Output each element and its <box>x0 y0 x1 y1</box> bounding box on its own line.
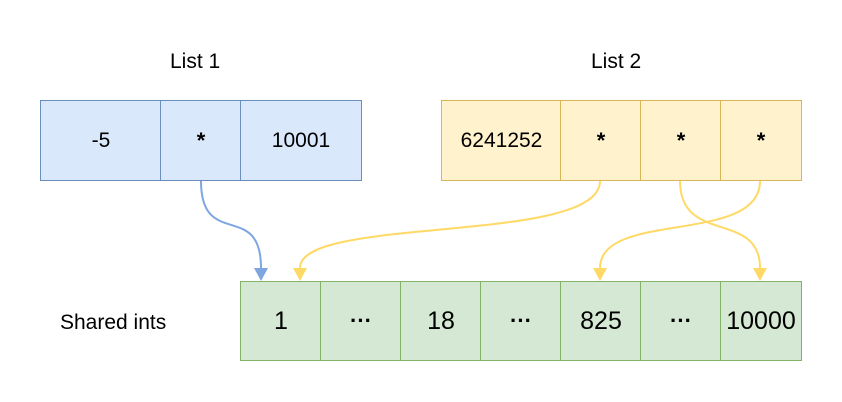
arrowhead-yellow-10000 <box>753 268 767 281</box>
shared-int-cell: 10000 <box>720 281 802 361</box>
arrow-list2-star1-to-1 <box>299 180 601 269</box>
shared-ints-label: Shared ints <box>60 311 167 334</box>
shared-int-cell: 1 <box>240 281 322 361</box>
arrow-list2-star3-to-825 <box>599 180 761 269</box>
list1-cell: * <box>160 100 242 181</box>
arrow-list1-star-to-1 <box>200 180 262 269</box>
arrowhead-blue <box>254 268 268 281</box>
arrowhead-yellow-825 <box>593 268 607 281</box>
list2-label: List 2 <box>591 50 642 73</box>
shared-int-cell: 825 <box>560 281 642 361</box>
shared-int-ellipsis: ··· <box>320 281 402 361</box>
shared-int-ellipsis: ··· <box>640 281 722 361</box>
list2-cell: * <box>640 100 722 181</box>
arrow-list2-star2-to-10000 <box>679 180 761 269</box>
list1-cell: 10001 <box>240 100 362 181</box>
list2-cell: * <box>720 100 802 181</box>
list2-cell: * <box>560 100 642 181</box>
arrowhead-yellow-1 <box>293 268 307 281</box>
list2-cell: 6241252 <box>441 100 562 181</box>
list1-cell: -5 <box>40 100 162 181</box>
shared-int-cell: 18 <box>400 281 482 361</box>
shared-int-ellipsis: ··· <box>480 281 562 361</box>
list1-label: List 1 <box>170 50 221 73</box>
